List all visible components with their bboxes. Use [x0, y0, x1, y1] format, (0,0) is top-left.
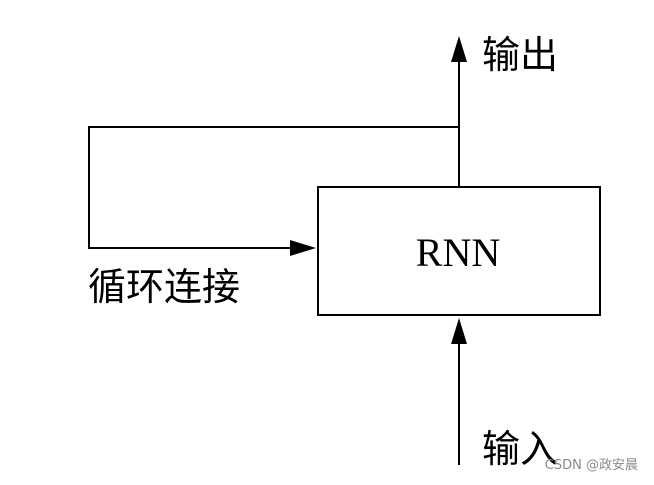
rnn-node-label: RNN [415, 230, 501, 275]
output-arrow-head [451, 36, 467, 62]
recurrent-connection-line [88, 126, 459, 249]
input-arrow-head [451, 318, 467, 344]
output-label: 输出 [482, 33, 559, 77]
input-label: 输入 [482, 427, 559, 471]
recurrent-arrow-head [290, 240, 316, 256]
watermark-text: CSDN @政安晨 [544, 458, 638, 473]
recurrent-connection-label: 循环连接 [88, 265, 241, 309]
